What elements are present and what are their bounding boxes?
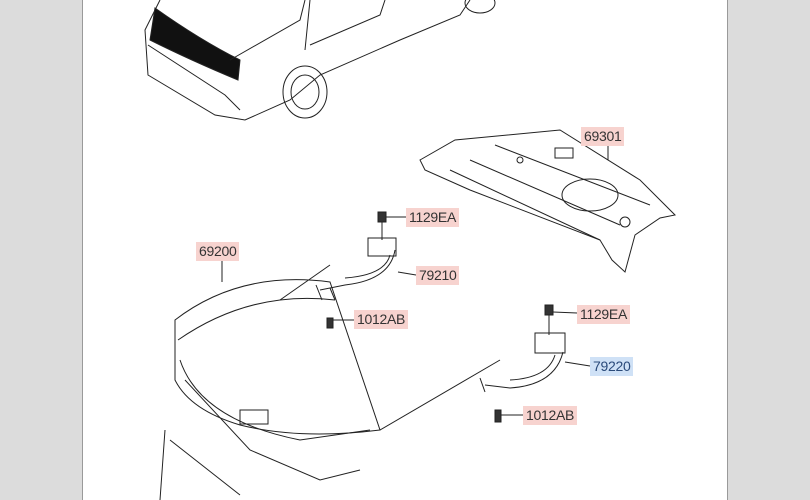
hinge-right-illustration <box>379 304 591 431</box>
trunk-lid-illustration <box>159 261 381 500</box>
part-label-79210[interactable]: 79210 <box>416 266 460 285</box>
part-label-69200[interactable]: 69200 <box>196 242 240 261</box>
rear-panel-illustration <box>419 129 677 273</box>
hinge-left-illustration <box>279 211 417 329</box>
parts-diagram <box>144 0 677 500</box>
part-label-1129ea-right[interactable]: 1129EA <box>577 305 630 324</box>
part-label-1129ea-left[interactable]: 1129EA <box>406 208 459 227</box>
part-label-1012ab-right[interactable]: 1012AB <box>523 406 578 425</box>
car-illustration <box>144 0 496 121</box>
part-label-69301[interactable]: 69301 <box>581 127 625 146</box>
right-gray-margin <box>727 0 810 500</box>
part-label-1012ab-left[interactable]: 1012AB <box>354 310 409 329</box>
left-gray-margin <box>0 0 83 500</box>
part-label-79220-selected[interactable]: 79220 <box>590 357 634 376</box>
